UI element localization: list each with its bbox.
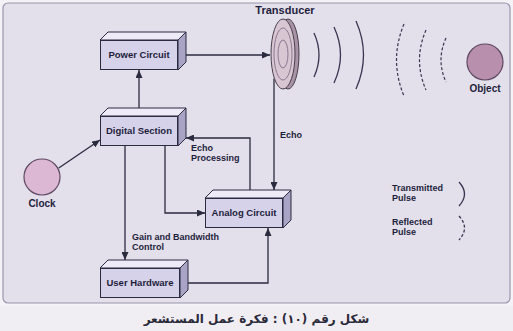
connector-arrow — [138, 70, 139, 108]
object-circle: Object — [456, 41, 513, 94]
disc-ring — [274, 28, 292, 80]
node-label: Clock — [28, 198, 55, 209]
solid-arc — [459, 182, 465, 206]
circle-outline — [24, 159, 60, 195]
connector-arrow — [59, 140, 100, 168]
wave-arc — [397, 24, 405, 96]
wave-arc — [441, 38, 446, 82]
process-box: Analog Circuit — [205, 198, 283, 228]
wave-arc — [334, 27, 341, 83]
disc-ring — [278, 40, 288, 68]
node-label: User Hardware — [106, 278, 173, 288]
legend-row: Transmitted Pulse — [392, 180, 472, 208]
box-side-face — [180, 260, 188, 298]
wave-arc — [356, 21, 364, 89]
connector-arrow — [273, 79, 274, 190]
edge-label: Gain and Bandwidth Control — [131, 232, 245, 254]
node-label: Power Circuit — [108, 50, 169, 60]
box-top-face — [100, 108, 186, 116]
node-label: Object — [469, 83, 500, 94]
dashed-arc — [459, 216, 465, 240]
legend-sample — [454, 214, 472, 242]
box-side-face — [178, 32, 186, 70]
box-top-face — [100, 260, 188, 268]
connector-arrow — [124, 146, 125, 260]
node-label: Transducer — [255, 4, 314, 16]
legend-label: Transmitted Pulse — [392, 184, 454, 204]
process-box: Digital Section — [100, 116, 178, 146]
transducer-disc — [270, 18, 300, 90]
box-side-face — [283, 190, 291, 228]
transmitted-waves — [314, 21, 364, 89]
edge-label: Echo — [279, 130, 303, 142]
process-box: Power Circuit — [100, 40, 178, 70]
legend-label: Reflected Pulse — [392, 218, 454, 238]
disc-face — [271, 19, 295, 89]
circle-outline — [467, 44, 503, 80]
edge-label: Echo Processing — [190, 143, 248, 165]
box-side-face — [178, 108, 186, 146]
panel — [3, 3, 510, 303]
node-label: Analog Circuit — [212, 208, 277, 218]
transducer: Transducer — [250, 4, 320, 92]
connector-arrow — [186, 54, 270, 55]
wave-arc — [314, 33, 319, 77]
box-top-face — [205, 190, 291, 198]
node-label: Digital Section — [106, 126, 172, 136]
caption: شكل رقم (١٠) : فكرة عمل المستشعر — [144, 312, 370, 326]
wave-arc — [420, 30, 427, 90]
legend-sample — [454, 180, 472, 208]
clock-circle: Clock — [20, 156, 64, 209]
reflected-waves — [397, 24, 447, 96]
circle-shape — [23, 158, 61, 196]
box-top-face — [100, 32, 186, 40]
legend-row: Reflected Pulse — [392, 214, 472, 242]
process-box: User Hardware — [100, 268, 180, 298]
circle-shape — [466, 43, 504, 81]
caption-band: شكل رقم (١٠) : فكرة عمل المستشعر — [0, 306, 513, 331]
connector-arrow — [186, 138, 250, 190]
